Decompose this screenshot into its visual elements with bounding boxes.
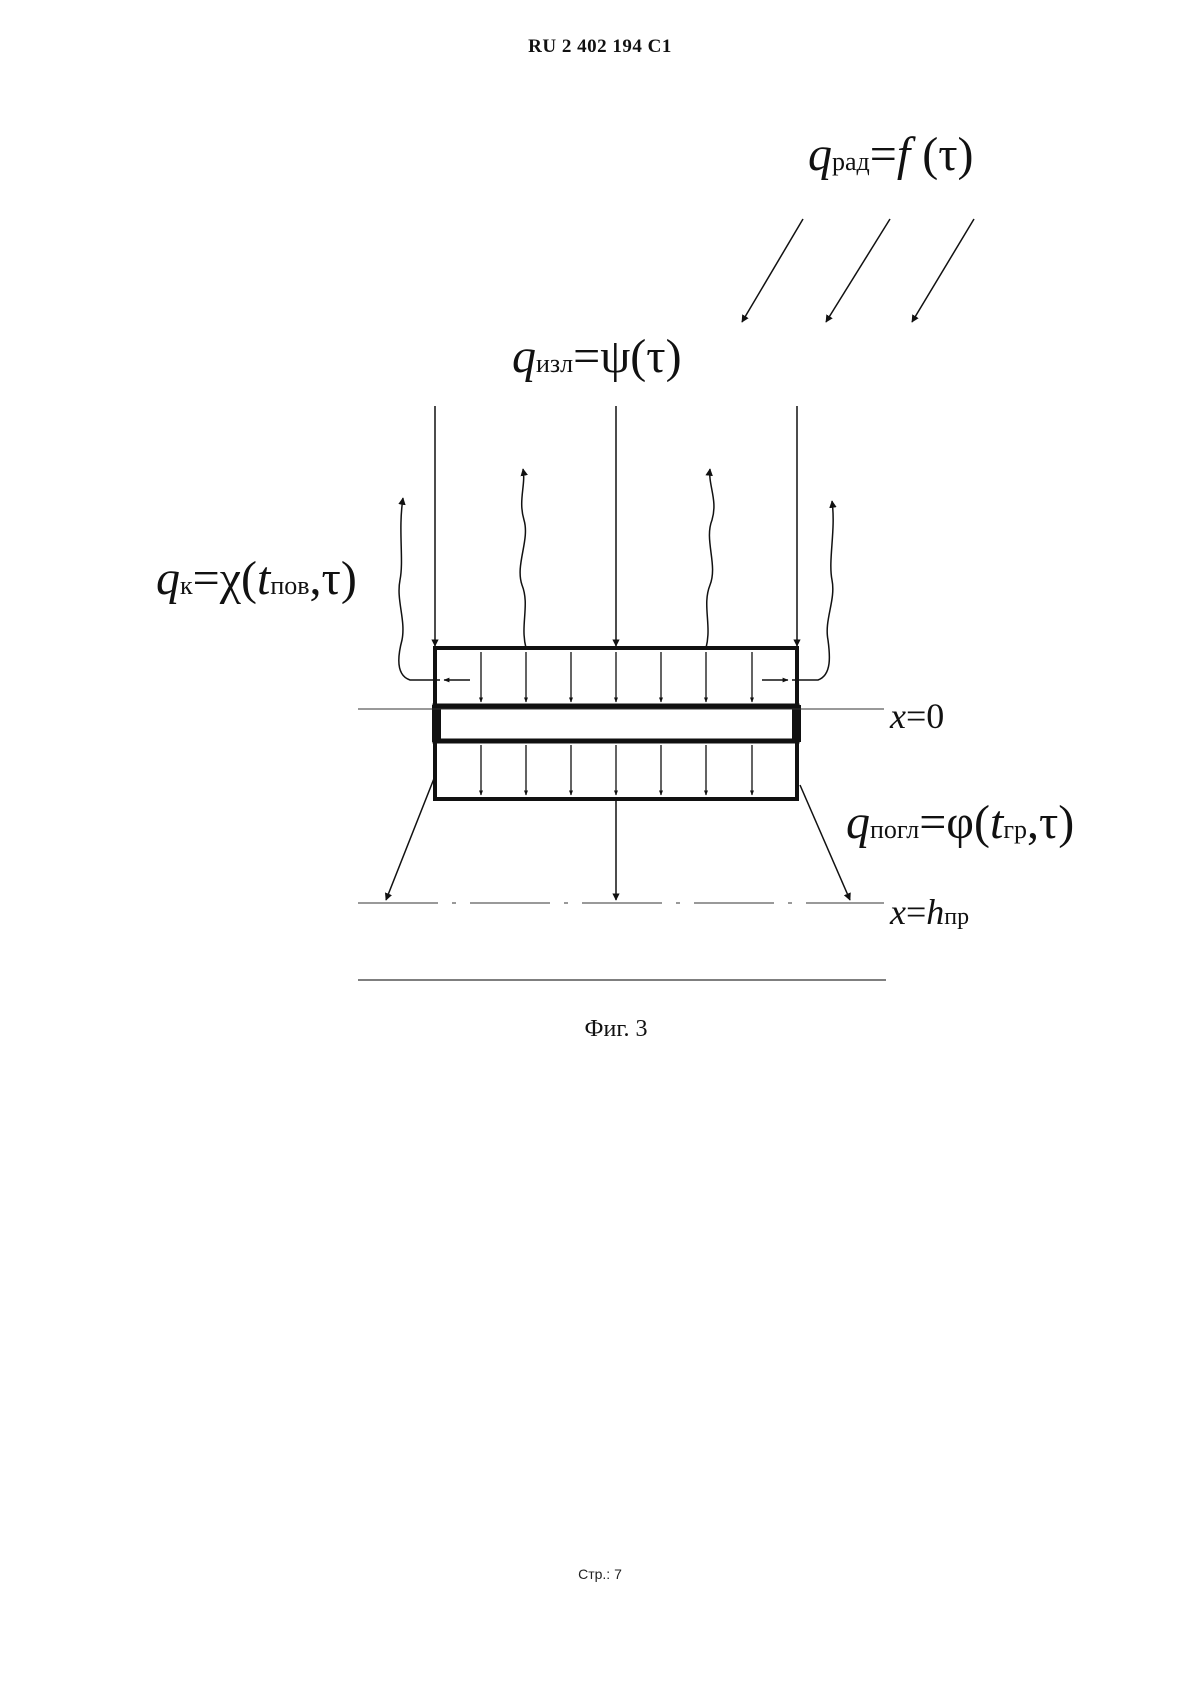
xh-label: x=hпр — [889, 892, 969, 932]
absorbed-flux-arrows — [384, 775, 851, 901]
figure-3-diagram: qрад=f (τ) qизл=ψ(τ) qк=χ(tпов,τ) — [156, 128, 1074, 1042]
layer-structure — [432, 646, 801, 801]
x0-label: x=0 — [889, 696, 944, 736]
q-izl-label: qизл=ψ(τ) — [512, 330, 682, 383]
q-k-label: qк=χ(tпов,τ) — [156, 552, 357, 605]
q-pogl-label: qпогл=φ(tгр,τ) — [846, 796, 1074, 849]
internal-flux-arrows — [478, 652, 755, 796]
page-number: Стр.: 7 — [578, 1566, 622, 1582]
figure-caption: Фиг. 3 — [585, 1016, 648, 1042]
radiation-arrows — [741, 218, 975, 323]
incoming-flux-arrows — [431, 406, 801, 901]
emission-wavy-arrows — [398, 468, 837, 681]
q-rad-label: qрад=f (τ) — [808, 128, 973, 181]
document-number-header: RU 2 402 194 C1 — [528, 36, 672, 57]
